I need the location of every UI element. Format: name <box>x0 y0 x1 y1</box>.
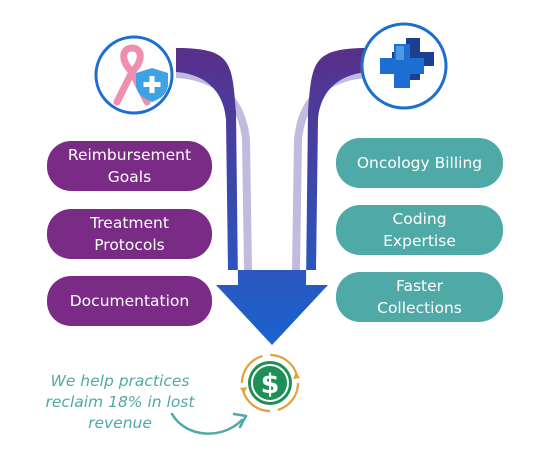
dollar-coin-icon: $ <box>240 353 300 413</box>
pill-label: Documentation <box>69 292 190 310</box>
pink-ribbon-shield-icon <box>94 35 174 115</box>
pill-label: Faster Collections <box>377 277 462 317</box>
tagline-text: We help practices reclaim 18% in lost re… <box>45 372 195 432</box>
treatment-protocols-pill: Treatment Protocols <box>47 209 212 259</box>
pill-label: Reimbursement Goals <box>67 146 192 186</box>
pill-label: Coding Expertise <box>383 210 456 250</box>
tagline-pointer-arrow <box>170 412 248 435</box>
medical-cross-icon <box>360 22 448 110</box>
merge-arrow <box>176 48 368 345</box>
pill-label: Oncology Billing <box>356 154 483 172</box>
reimbursement-goals-pill: Reimbursement Goals <box>47 141 212 191</box>
coding-expertise-pill: Coding Expertise <box>336 205 503 255</box>
documentation-pill: Documentation <box>47 276 212 326</box>
oncology-billing-pill: Oncology Billing <box>336 138 503 188</box>
svg-text:$: $ <box>261 369 280 400</box>
faster-collections-pill: Faster Collections <box>336 272 503 322</box>
pill-label: Treatment Protocols <box>90 214 169 254</box>
